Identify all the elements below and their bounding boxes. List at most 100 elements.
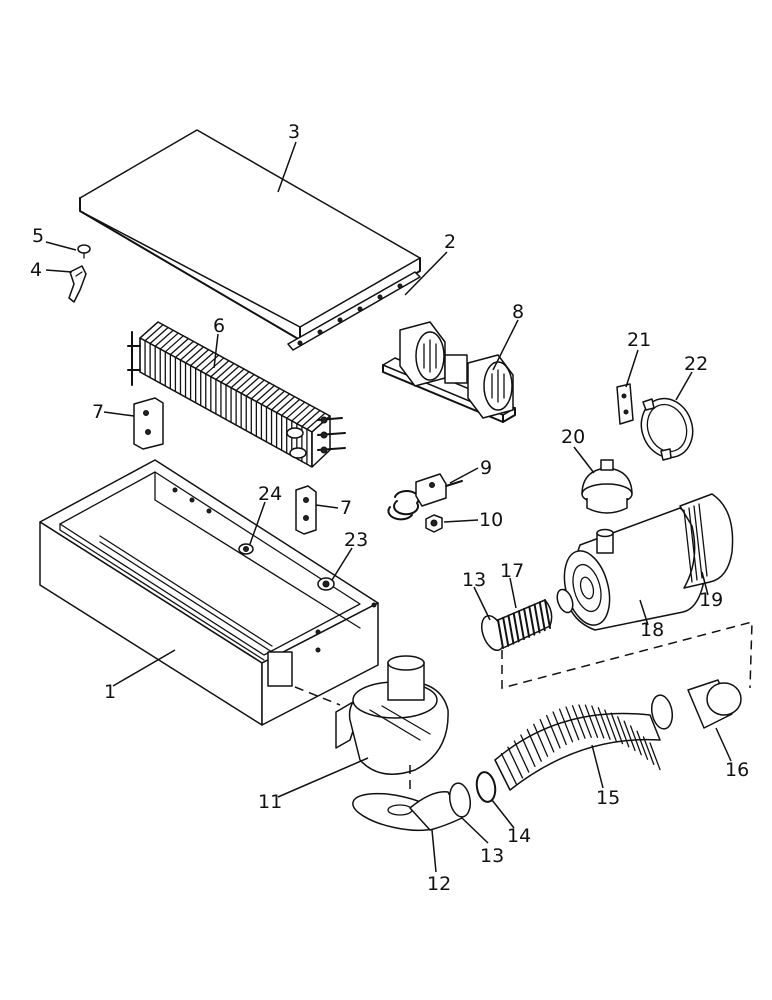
label-part-19: 19: [699, 589, 723, 611]
fin-top-line: [280, 398, 301, 417]
fin-top-line: [189, 348, 210, 367]
part-10-nut: [425, 514, 443, 533]
fin-top-line: [255, 384, 276, 403]
fin-top-line: [296, 407, 316, 425]
fin-top-line: [291, 404, 311, 422]
fin-top-line: [210, 360, 230, 378]
label-part-21: 21: [627, 329, 651, 351]
fin-top-line: [270, 393, 291, 411]
part-16-outlet-nozzle: [650, 679, 742, 730]
part-12-elbow-flange: [352, 791, 463, 832]
label-part-22: 22: [684, 353, 708, 375]
hose-rib: [571, 705, 586, 739]
fin-top-line: [144, 324, 164, 342]
label-part-6: 6: [213, 315, 225, 337]
hose-rib: [565, 706, 580, 741]
part-7-bracket-right: [295, 485, 317, 535]
fin-top-line: [169, 337, 190, 356]
hose-rib: [502, 616, 510, 647]
hose-rib: [513, 740, 530, 773]
label-part-15: 15: [596, 787, 620, 809]
fin-top-line: [139, 321, 159, 339]
hose-rib: [623, 720, 636, 752]
fin-top-line: [225, 368, 245, 386]
hose-rib: [512, 612, 520, 643]
hose-rib: [649, 742, 661, 771]
label-part-14: 14: [507, 825, 531, 847]
label-part-11: 11: [258, 791, 282, 813]
hose-rib: [517, 610, 525, 641]
part-8-blower-motor: [382, 321, 516, 423]
hose-rib: [500, 752, 517, 785]
assembly-dashed-lines: [294, 621, 753, 795]
part-21-plate: [616, 383, 634, 425]
part-11-blower-unit: [335, 655, 449, 775]
label-part-9: 9: [480, 457, 492, 479]
part-1-housing-box: [39, 459, 379, 726]
label-part-16: 16: [725, 759, 749, 781]
long-hose-corrugations: [494, 704, 661, 791]
fin-top-line: [154, 329, 174, 347]
label-part-7-right: 7: [340, 497, 352, 519]
label-part-17: 17: [500, 560, 524, 582]
part-7-bracket-left: [133, 397, 164, 450]
hose-rib: [597, 707, 611, 740]
label-part-12: 12: [427, 873, 451, 895]
fin-top-line: [301, 409, 321, 428]
label-part-3: 3: [288, 121, 300, 143]
short-hose-corrugations: [497, 599, 551, 649]
hose-rib: [494, 759, 511, 791]
part-number-labels: 3 2 5 4 6 7 8 21 22 20 9 10 7 24 23 13 1…: [30, 121, 749, 895]
hose-rib: [520, 734, 536, 768]
part-4-clip: [68, 265, 87, 303]
fin-top-line: [245, 379, 265, 397]
hose-rib: [528, 605, 536, 636]
part-13-clamp-lower: [448, 782, 472, 818]
part-24-grommet: [238, 543, 254, 555]
fin-top-line: [306, 412, 326, 430]
part-2-hinge-strip: [287, 271, 421, 351]
hose-rib: [578, 704, 592, 738]
hose-rib: [533, 603, 541, 634]
hose-rib: [558, 708, 574, 743]
label-part-24: 24: [258, 483, 282, 505]
part-15-long-hose: [494, 704, 661, 791]
hose-rib: [636, 730, 649, 760]
fin-top-line: [184, 346, 205, 364]
hose-rib: [617, 716, 630, 748]
part-14-hose-ring: [475, 771, 497, 803]
fin-top-line: [194, 351, 215, 370]
fin-top-line: [260, 387, 281, 406]
hose-rib: [604, 709, 617, 742]
fin-top-line: [275, 395, 296, 414]
hose-rib: [584, 704, 599, 738]
leader-lines: [45, 141, 732, 873]
part-23-grommet: [317, 577, 335, 591]
label-part-8: 8: [512, 301, 524, 323]
label-part-1: 1: [104, 681, 116, 703]
part-22-round-flange: [640, 397, 694, 461]
fin-top-line: [286, 401, 306, 419]
fin-top-line: [265, 390, 286, 408]
fin-top-line: [220, 365, 240, 383]
label-part-10: 10: [479, 509, 503, 531]
hose-rib: [538, 601, 546, 632]
hose-rib: [591, 705, 605, 739]
label-part-2: 2: [444, 231, 456, 253]
hose-rib: [507, 614, 515, 645]
part-20-dome-cap: [581, 459, 633, 514]
fin-top-line: [164, 335, 184, 353]
part-5-screw: [77, 244, 91, 259]
hose-rib: [497, 619, 504, 649]
hose-rib: [523, 607, 531, 638]
fin-top-line: [230, 371, 250, 389]
part-6-heat-exchanger: [127, 321, 346, 468]
part-19-filter-cartridge: [679, 493, 734, 589]
fin-top-line: [235, 373, 255, 392]
label-part-13-upper: 13: [462, 569, 486, 591]
fin-top-line: [215, 362, 235, 381]
fin-top-line: [250, 382, 270, 400]
fin-top-line: [179, 343, 200, 361]
label-part-7-left: 7: [92, 401, 104, 423]
